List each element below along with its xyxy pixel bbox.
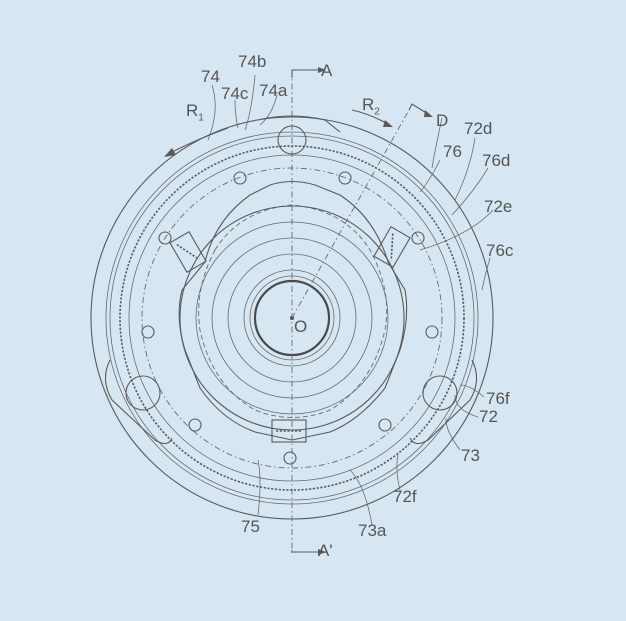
ref-76f: 76f [486,389,510,408]
ref-72e: 72e [484,197,513,216]
section-line-d [291,109,410,319]
ref-74a: 74a [259,81,288,100]
ref-73a: 73a [358,521,387,540]
ref-74: 74 [201,67,220,86]
ref-72: 72 [479,407,498,426]
rotation-label-r1: R1 [186,101,204,124]
ref-75: 75 [241,517,260,536]
inner-spring-right [373,226,411,268]
rotation-label-r2: R2 [362,95,380,118]
ref-73: 73 [461,446,480,465]
ref-72d: 72d [464,119,493,138]
hub-plate [178,180,408,441]
section-mark-a-prime: A' [318,541,333,560]
section-mark-d: D [436,111,449,130]
ref-76: 76 [443,142,462,161]
ref-74c: 74c [221,84,249,103]
ref-72f: 72f [393,487,417,506]
inner-spring-left [169,231,207,273]
ref-76d: 76d [482,151,511,170]
ref-76c: 76c [486,241,514,260]
ref-74b: 74b [238,52,267,71]
center-label-o: O [294,317,308,336]
section-mark-a: A [321,61,333,80]
inner-spring-bottom [271,419,307,443]
